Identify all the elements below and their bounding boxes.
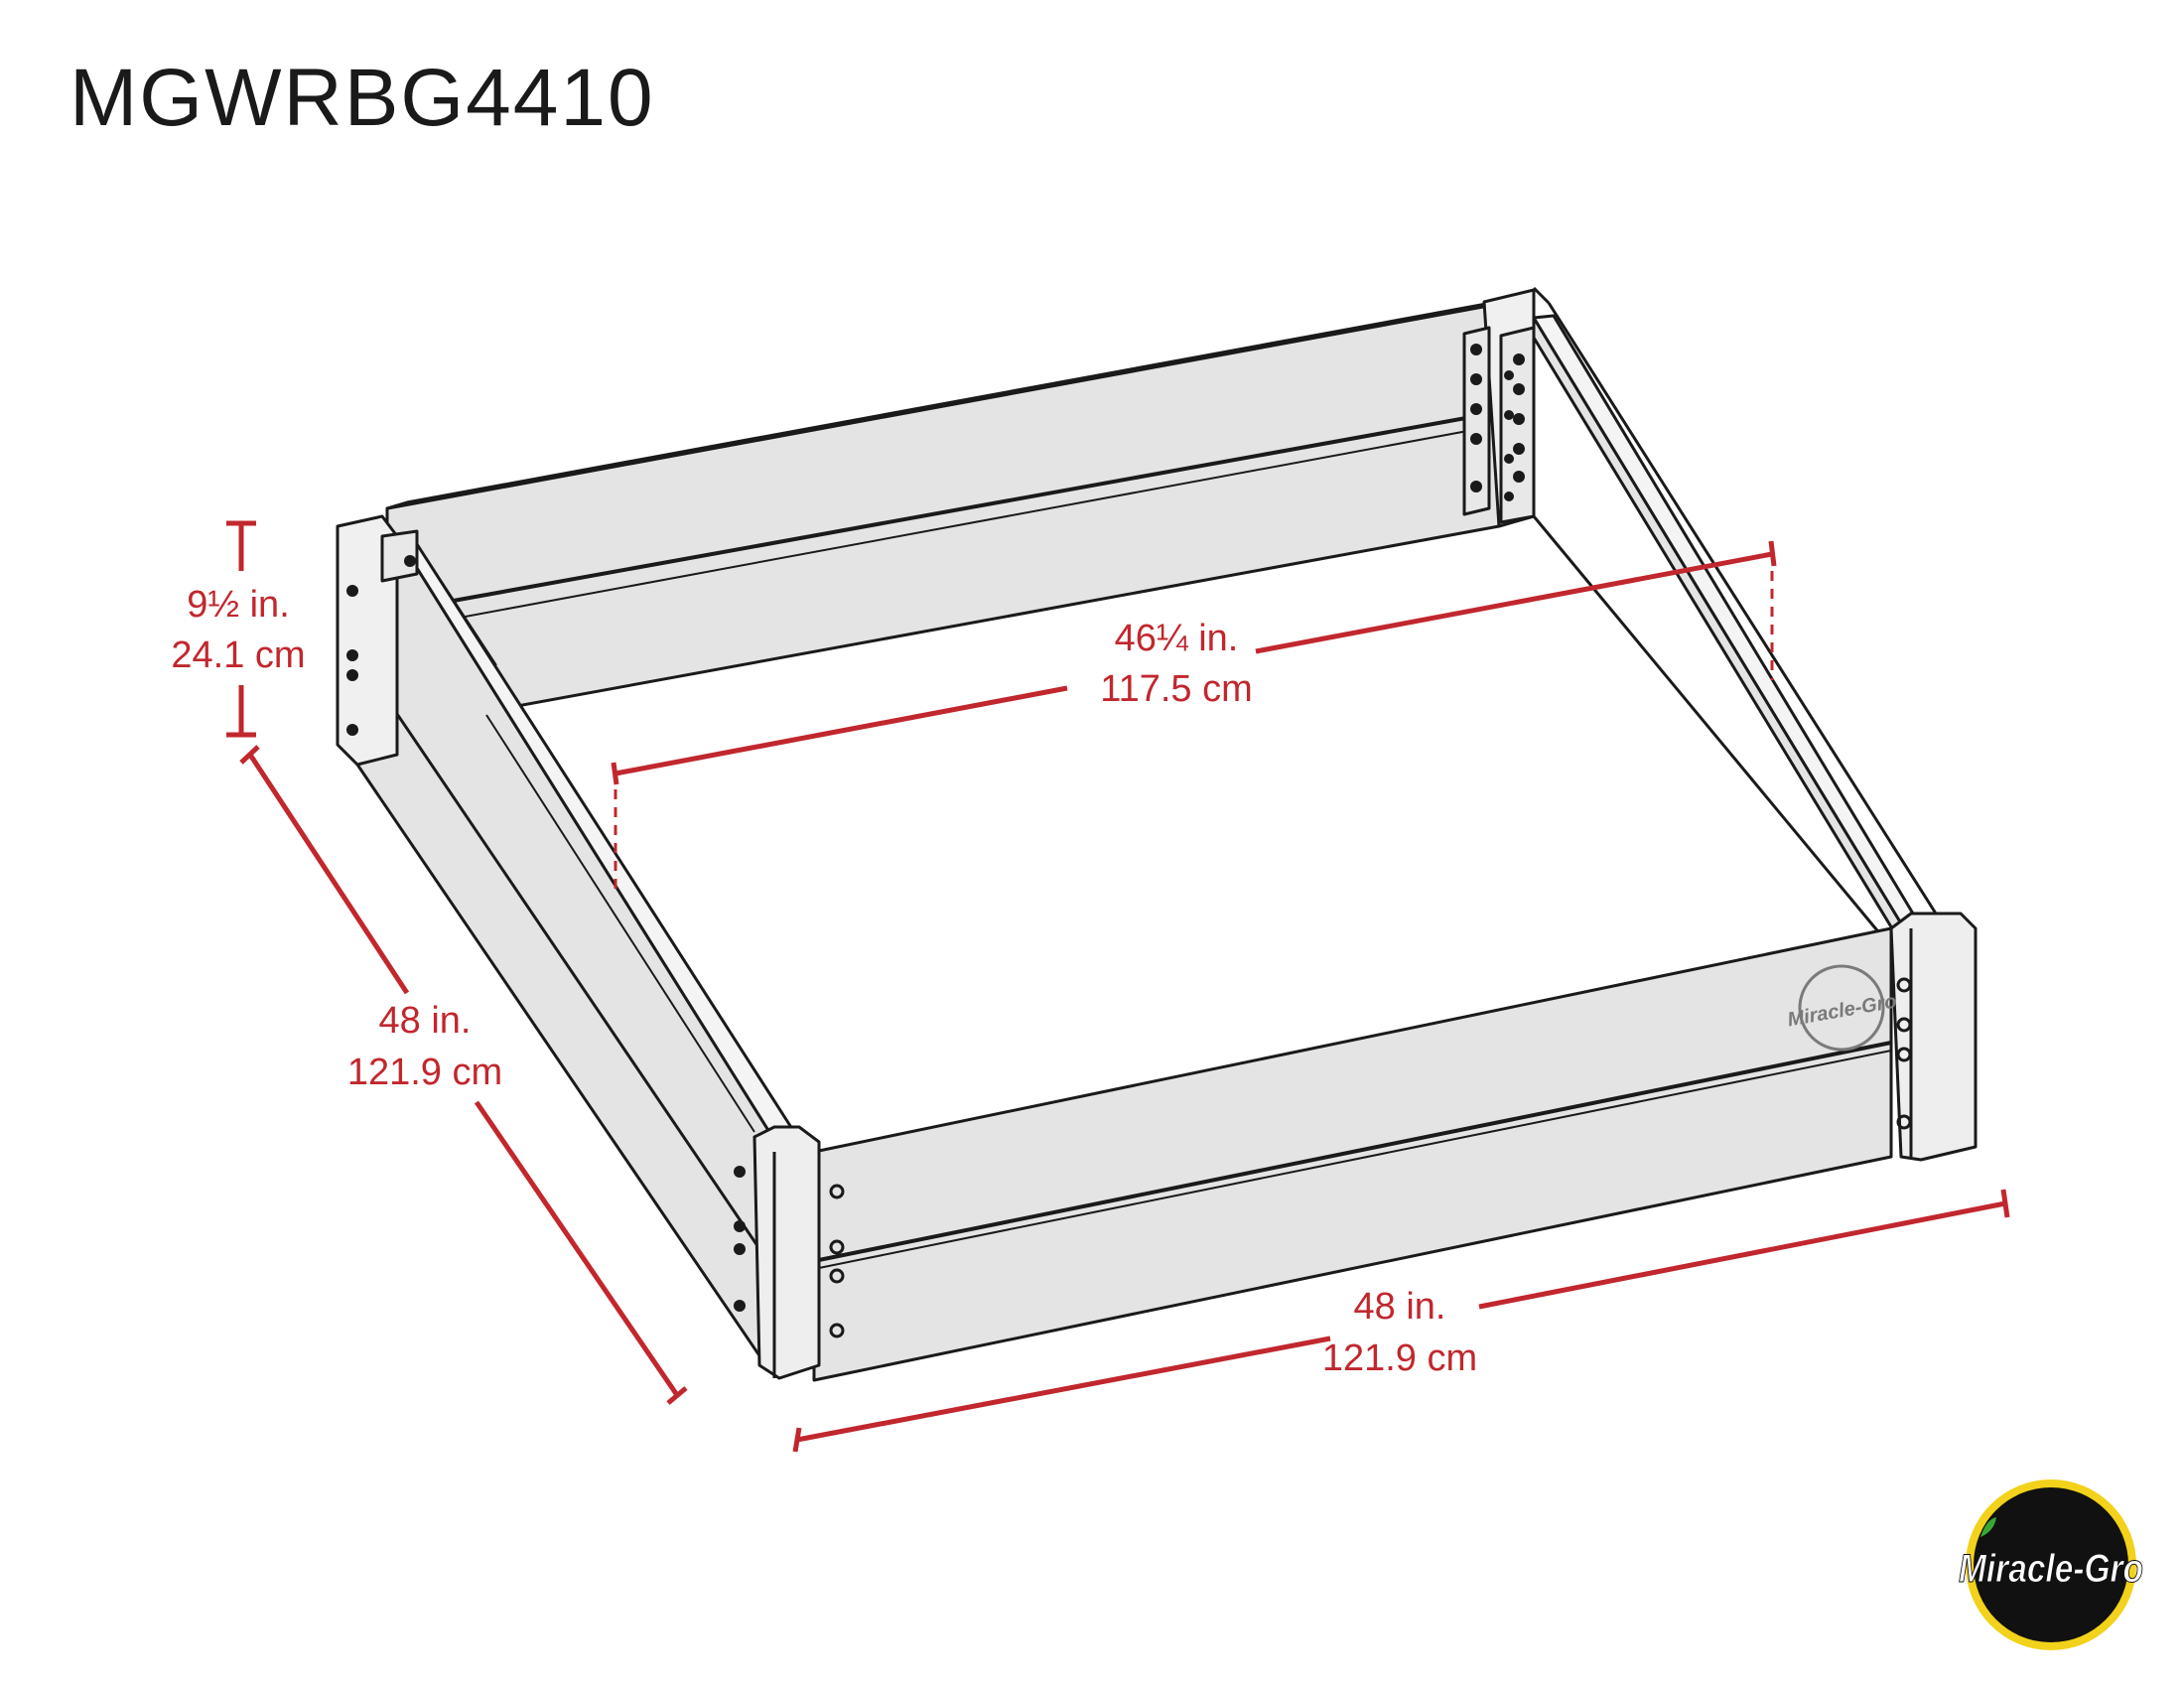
front-length-metric: 121.9 cm: [1322, 1337, 1477, 1379]
side-length-metric: 121.9 cm: [347, 1052, 502, 1093]
height-imperial: 9½ in.: [187, 584, 290, 626]
back-right-post: [1462, 288, 1536, 528]
front-right-post: [1889, 912, 1978, 1162]
side-length-imperial: 48 in.: [379, 1000, 472, 1042]
model-number-title: MGWRBG4410: [69, 53, 655, 143]
front-left-post: [734, 1125, 845, 1380]
inner-width-dimension-line: [611, 540, 1777, 894]
back-left-post: [336, 514, 419, 767]
front-length-imperial: 48 in.: [1354, 1286, 1446, 1328]
front-length-dimension-label: 48 in. 121.9 cm: [1322, 1286, 1477, 1379]
inner-width-imperial: 46¼ in.: [1115, 618, 1239, 659]
miracle-gro-logo-icon: Miracle-Gro: [1959, 1479, 2144, 1650]
logo-text: Miracle-Gro: [1959, 1547, 2143, 1591]
side-length-dimension-label: 48 in. 121.9 cm: [347, 1000, 502, 1093]
inner-width-dimension-label: 46¼ in. 117.5 cm: [1100, 618, 1252, 710]
height-metric: 24.1 cm: [171, 634, 305, 676]
front-length-dimension-line: [792, 1189, 2010, 1453]
front-wall: [812, 926, 1893, 1382]
height-dimension-line: [226, 520, 256, 738]
side-length-dimension-line: [239, 745, 688, 1405]
height-dimension-label: 9½ in. 24.1 cm: [171, 584, 305, 676]
right-wall: [1532, 286, 1938, 945]
back-wall: [385, 296, 1521, 732]
inner-width-metric: 117.5 cm: [1100, 668, 1252, 710]
